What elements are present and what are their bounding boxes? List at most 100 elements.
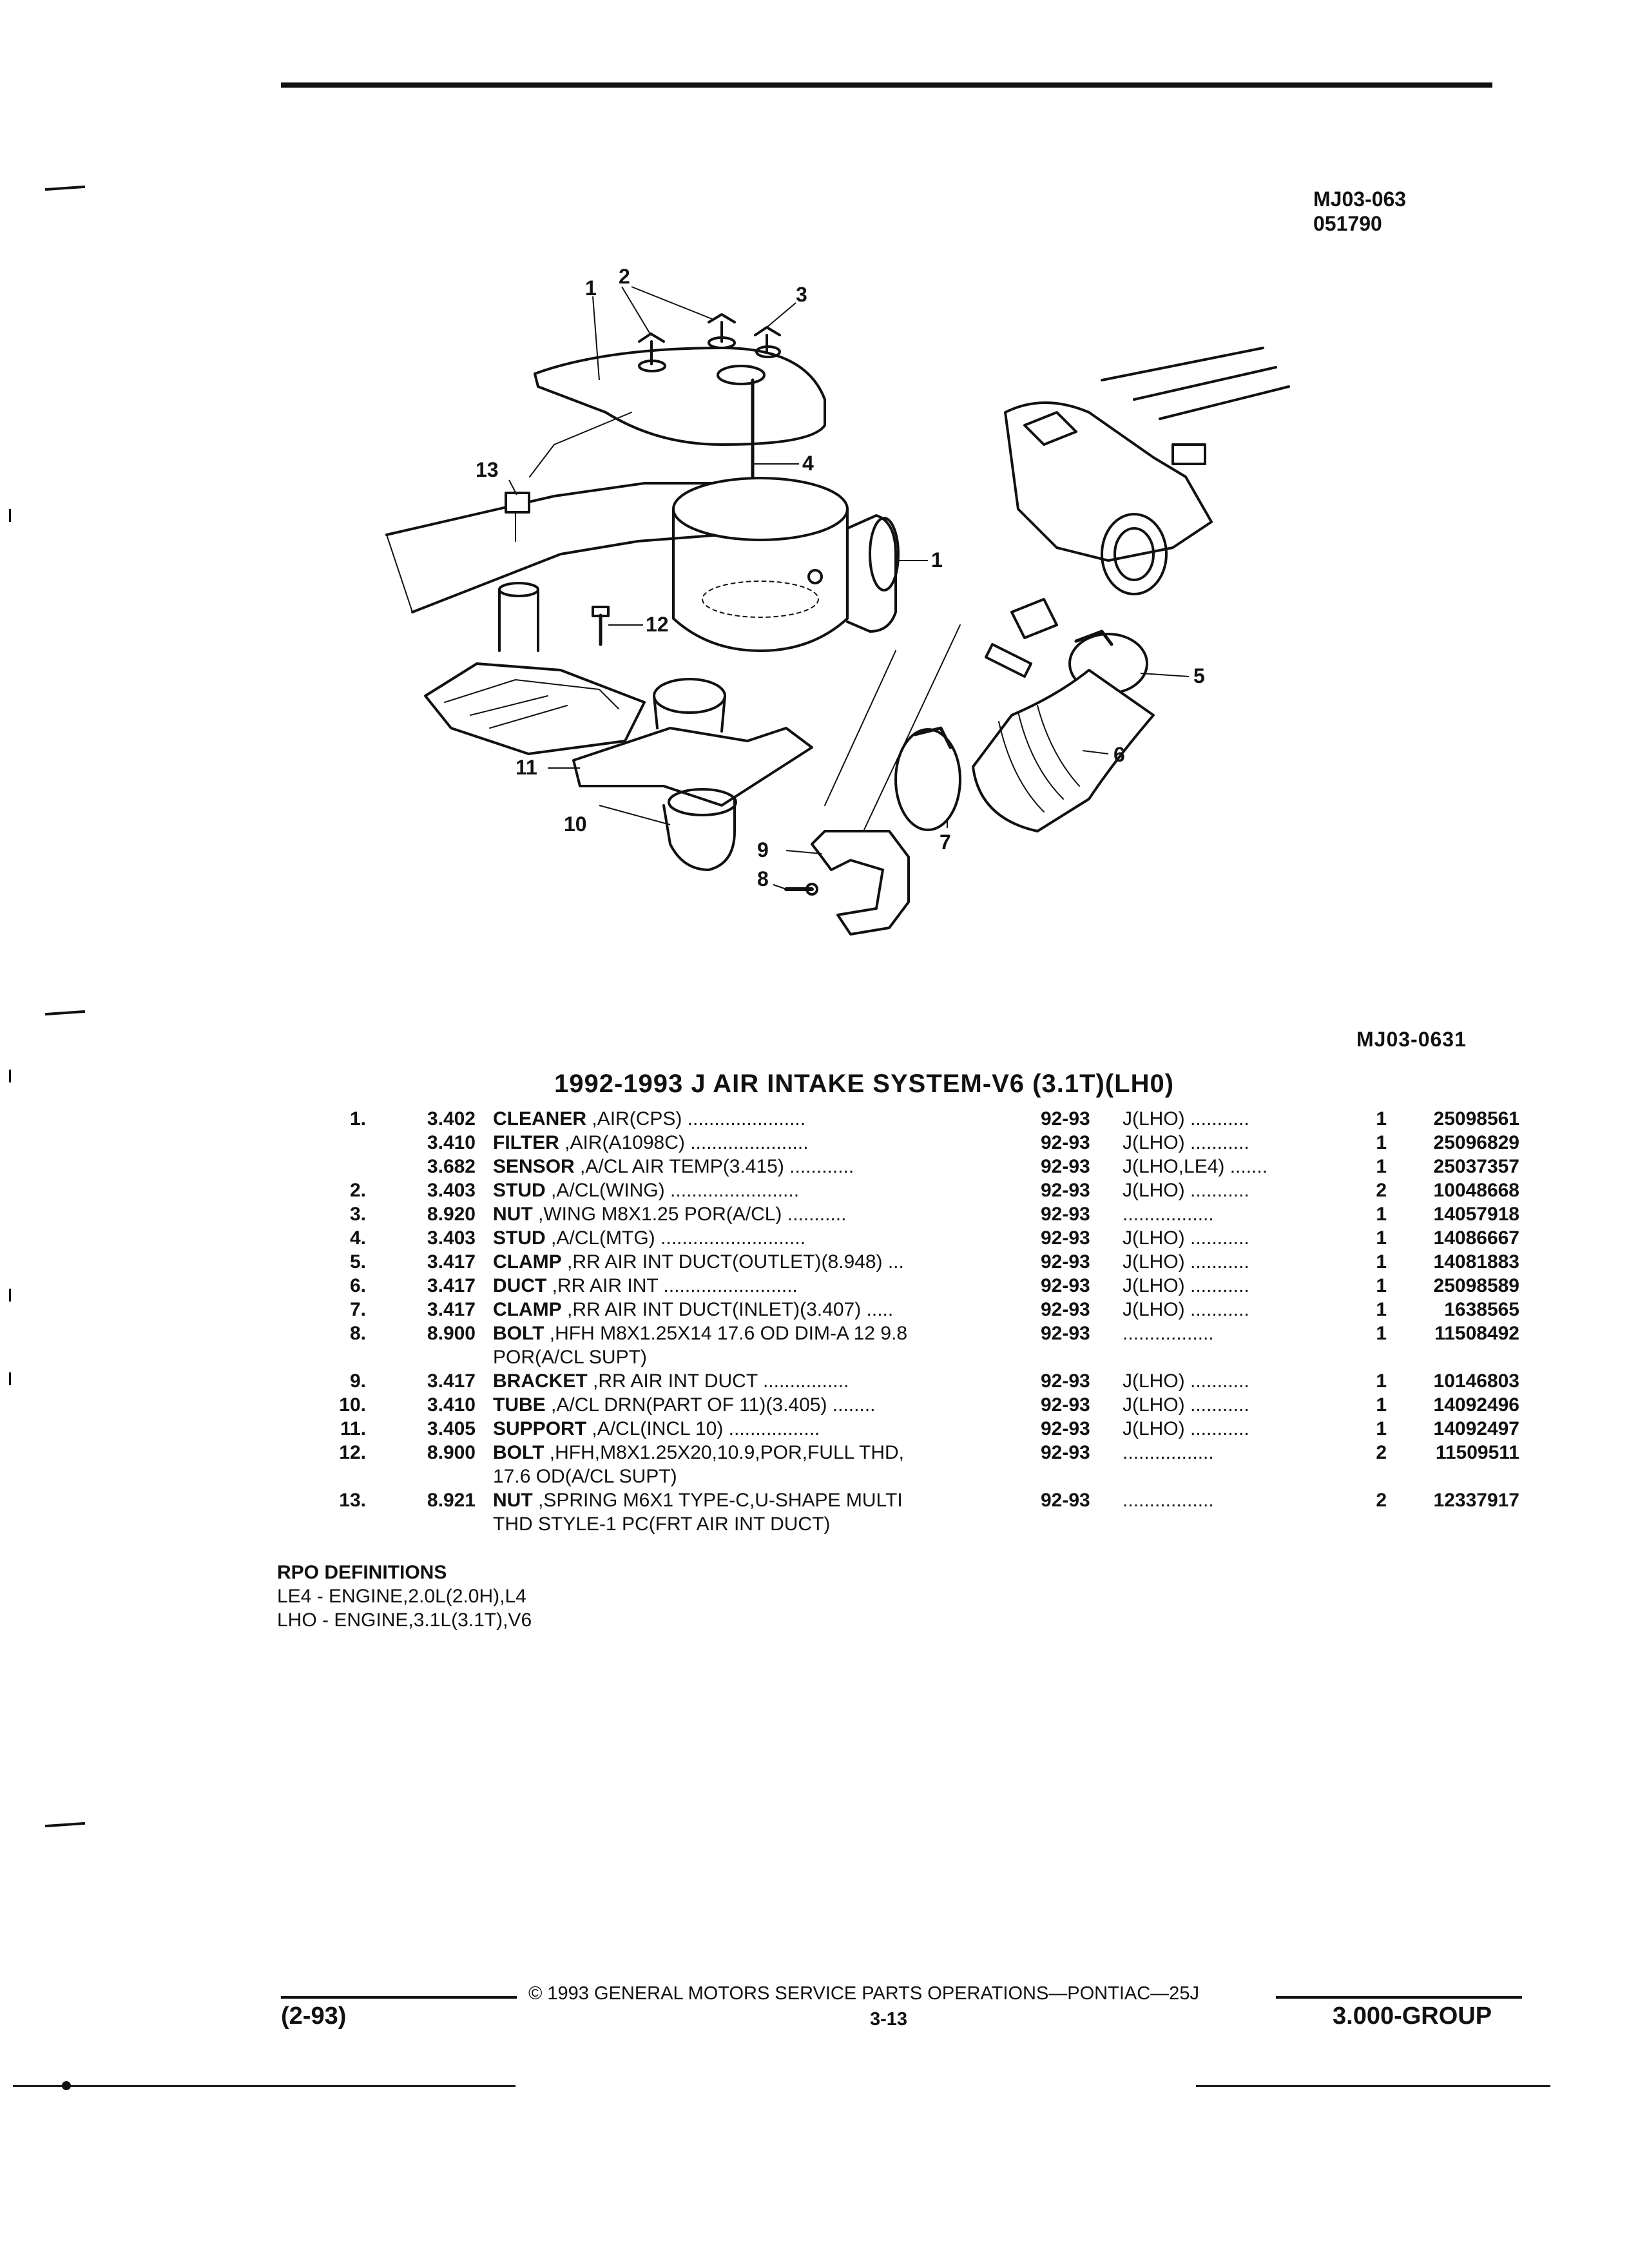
item-ref: 6. <box>349 1275 366 1296</box>
dot-leader: ......................... <box>658 1275 798 1296</box>
part-number: 10048668 <box>1433 1180 1519 1201</box>
margin-mark <box>44 1010 86 1016</box>
part-description: SENSOR ,A/CL AIR TEMP(3.415) ...........… <box>493 1155 1041 1178</box>
callout-3-label: 3 <box>796 283 807 306</box>
item-ref: 7. <box>349 1299 366 1320</box>
series-usage: ................. <box>1123 1442 1214 1463</box>
dot-leader: ................ <box>757 1370 849 1392</box>
part-name: DUCT <box>493 1275 547 1296</box>
callout-4-label: 4 <box>802 452 814 475</box>
group-number: 3.417 <box>427 1251 476 1273</box>
part-detail: ,RR AIR INT DUCT <box>593 1370 758 1392</box>
model-years: 92-93 <box>1041 1370 1090 1392</box>
model-years: 92-93 <box>1041 1108 1090 1129</box>
quantity: 1 <box>1376 1275 1387 1296</box>
part-detail: ,A/CL AIR TEMP(3.415) <box>580 1156 784 1177</box>
part-name: STUD <box>493 1227 546 1249</box>
quantity: 1 <box>1376 1394 1387 1416</box>
group-number: 3.405 <box>427 1418 476 1439</box>
dot-leader: ..... <box>861 1299 894 1320</box>
scan-dot <box>62 2081 71 2090</box>
illustration-id: MJ03-063 <box>1313 187 1407 211</box>
part-name: CLAMP <box>493 1299 562 1320</box>
model-years: 92-93 <box>1041 1490 1090 1511</box>
part-description: CLAMP ,RR AIR INT DUCT(OUTLET)(8.948) ..… <box>493 1250 1041 1274</box>
dot-leader: ............ <box>784 1156 854 1177</box>
part-description: SUPPORT ,A/CL(INCL 10) ................. <box>493 1417 1041 1441</box>
part-name: NUT <box>493 1204 533 1225</box>
item-ref: 13. <box>339 1490 366 1511</box>
part-description: BRACKET ,RR AIR INT DUCT ...............… <box>493 1369 1041 1393</box>
rpo-line: LHO - ENGINE,3.1L(3.1T),V6 <box>277 1610 532 1631</box>
part-number: 1638565 <box>1444 1299 1519 1320</box>
callout-6-label: 6 <box>1113 743 1125 766</box>
callout-11-label: 11 <box>516 756 537 779</box>
item-ref: 8. <box>349 1323 366 1344</box>
quantity: 1 <box>1376 1299 1387 1320</box>
callout-8-label: 8 <box>757 867 769 890</box>
model-years: 92-93 <box>1041 1227 1090 1249</box>
item-ref: 5. <box>349 1251 366 1273</box>
part-name: CLEANER <box>493 1108 587 1129</box>
series-usage: J(LHO) ........... <box>1123 1108 1249 1129</box>
part-number: 14081883 <box>1433 1251 1519 1273</box>
callout-1-label: 1 <box>585 276 597 300</box>
part-detail: ,SPRING M6X1 TYPE-C,U-SHAPE MULTI <box>538 1490 903 1511</box>
callout-1b-label: 1 <box>931 548 943 572</box>
model-years: 92-93 <box>1041 1251 1090 1273</box>
figure-id: MJ03-0631 <box>1356 1028 1467 1051</box>
dot-leader: ........................ <box>664 1180 800 1201</box>
parts-row: 6. 3.417 DUCT ,RR AIR INT ................… <box>284 1274 1521 1298</box>
part-detail: ,A/CL(WING) <box>551 1180 665 1201</box>
quantity: 1 <box>1376 1132 1387 1153</box>
quantity: 1 <box>1376 1251 1387 1273</box>
part-name: FILTER <box>493 1132 559 1153</box>
part-description: BOLT ,HFH,M8X1.25X20,10.9,POR,FULL THD,1… <box>493 1441 1041 1488</box>
dot-leader: ...................... <box>684 1132 809 1153</box>
air-intake-illustration: 1 2 3 1 4 13 12 11 10 9 8 7 6 5 <box>385 265 1290 936</box>
dot-leader: ........ <box>827 1394 876 1416</box>
page-title: 1992-1993 J AIR INTAKE SYSTEM-V6 (3.1T)(… <box>554 1070 1175 1098</box>
scan-edge-line <box>1196 2085 1550 2087</box>
quantity: 1 <box>1376 1227 1387 1249</box>
part-number: 14086667 <box>1433 1227 1519 1249</box>
group-number: 3.417 <box>427 1275 476 1296</box>
group-number: 3.682 <box>427 1156 476 1177</box>
part-number: 10146803 <box>1433 1370 1519 1392</box>
part-name: BOLT <box>493 1442 545 1463</box>
part-description: STUD ,A/CL(WING) .......................… <box>493 1178 1041 1202</box>
model-years: 92-93 <box>1041 1323 1090 1344</box>
model-years: 92-93 <box>1041 1132 1090 1153</box>
exploded-parts-diagram: 1 2 3 1 4 13 12 11 10 9 8 7 6 5 <box>361 251 1302 979</box>
group-number: 8.920 <box>427 1204 476 1225</box>
parts-row: 5. 3.417 CLAMP ,RR AIR INT DUCT(OUTLET)(8.… <box>284 1250 1521 1274</box>
part-name: BOLT <box>493 1323 545 1344</box>
part-description: DUCT ,RR AIR INT .......................… <box>493 1274 1041 1298</box>
part-name: CLAMP <box>493 1251 562 1273</box>
group-number: 3.403 <box>427 1227 476 1249</box>
callout-5-label: 5 <box>1193 664 1205 687</box>
model-years: 92-93 <box>1041 1299 1090 1320</box>
part-name: TUBE <box>493 1394 546 1416</box>
top-rule <box>281 82 1492 88</box>
quantity: 1 <box>1376 1370 1387 1392</box>
model-years: 92-93 <box>1041 1204 1090 1225</box>
model-years: 92-93 <box>1041 1156 1090 1177</box>
quantity: 1 <box>1376 1323 1387 1344</box>
model-years: 92-93 <box>1041 1442 1090 1463</box>
part-number: 25096829 <box>1433 1132 1519 1153</box>
callout-9-label: 9 <box>757 838 769 861</box>
series-usage: J(LHO) ........... <box>1123 1370 1249 1392</box>
item-ref: 9. <box>349 1370 366 1392</box>
model-years: 92-93 <box>1041 1394 1090 1416</box>
rpo-heading: RPO DEFINITIONS <box>277 1562 447 1583</box>
group-number: 8.921 <box>427 1490 476 1511</box>
model-years: 92-93 <box>1041 1275 1090 1296</box>
